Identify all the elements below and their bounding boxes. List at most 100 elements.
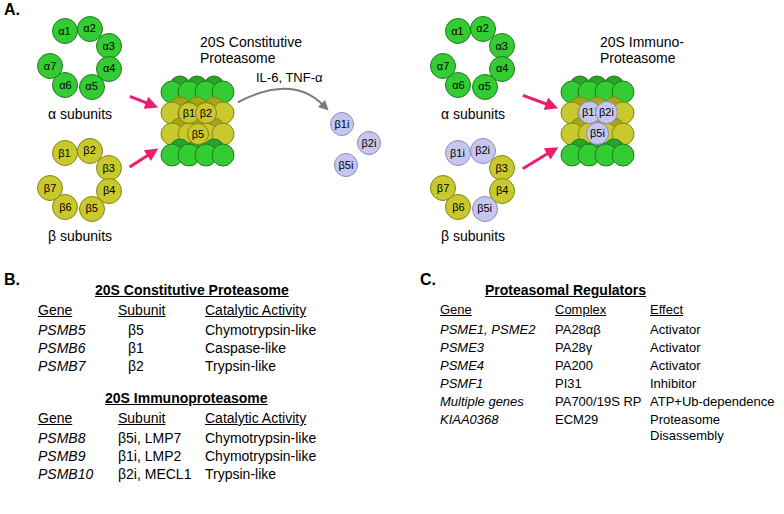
- subunit-name: β3: [103, 163, 115, 174]
- table-cell: Proteasomal Regulators: [485, 282, 646, 298]
- subunit-circle: β5i: [586, 122, 609, 145]
- table-cell: PSME1, PSME2: [440, 322, 535, 338]
- subunit-circle: β7: [430, 175, 456, 201]
- table-cell: Chymotrypsin-like: [205, 430, 316, 446]
- proteasome-20s: 20S Constitutive Proteasomeβ1β2β5: [160, 80, 236, 166]
- table-cell: PSME3: [440, 340, 484, 356]
- table-cell: Complex: [555, 302, 606, 318]
- subunit-name: β5i: [339, 160, 354, 171]
- subunit-circle: β5: [79, 196, 105, 222]
- table-cell: PSME4: [440, 358, 484, 374]
- subunit-ring: α subunitsα1α2α3α4α5α6α7: [32, 16, 128, 138]
- subunit-name: β2i: [475, 145, 490, 156]
- table-cell: β1i, LMP2: [118, 448, 181, 464]
- connector: [130, 96, 158, 108]
- subunit-name: β6: [452, 202, 464, 213]
- subunit-name: β5: [192, 129, 204, 140]
- subunit-name: α1: [58, 26, 70, 37]
- table-cell: Activator: [650, 358, 701, 374]
- subunit-name: β1: [183, 108, 195, 119]
- table-cell: PA28αβ: [555, 322, 601, 338]
- subunit-ball: [595, 102, 617, 124]
- table-cell: β5i, LMP7: [118, 430, 181, 446]
- subunit-ball: [212, 144, 234, 166]
- subunit-name: β4: [496, 185, 508, 196]
- subunit-ring: β subunitsβ1iβ2iβ3β4β5iβ6β7: [425, 138, 521, 260]
- subunit-ring: α subunitsα1α2α3α4α5α6α7: [425, 16, 521, 138]
- subunit-name: β4: [103, 185, 115, 196]
- subunit-name: α6: [452, 80, 464, 91]
- table-cell: Catalytic Activity: [205, 302, 306, 318]
- subunit-circle: β5i: [334, 153, 358, 177]
- subunit-name: α3: [102, 41, 114, 52]
- subunit-name: β2i: [599, 107, 614, 118]
- subunit-circle: β5: [187, 123, 209, 145]
- table-cell: Effect: [650, 302, 683, 318]
- panel-letter: A.: [4, 2, 20, 18]
- subunit-name: α1: [451, 26, 463, 37]
- table-cell: β5: [128, 322, 144, 338]
- connector: [130, 149, 159, 167]
- connector-line: [238, 89, 323, 105]
- subunit-name: α3: [495, 41, 507, 52]
- table-cell: PSMF1: [440, 376, 483, 392]
- subunit-circle: α1: [445, 18, 471, 44]
- arrowhead: [144, 97, 158, 109]
- subunit-circle: α5: [79, 74, 105, 100]
- table-cell: PSMB10: [38, 466, 93, 482]
- subunit-name: β5i: [477, 203, 492, 214]
- table-cell: Caspase-like: [205, 340, 286, 356]
- panel-letter: B.: [4, 272, 20, 288]
- connector-line: [523, 153, 550, 169]
- table-cell: Activator: [650, 322, 701, 338]
- table-cell: Trypsin-like: [205, 358, 276, 374]
- table-cell: Chymotrypsin-like: [205, 448, 316, 464]
- subunit-name: β7: [437, 183, 449, 194]
- table-cell: PI31: [555, 376, 582, 392]
- table-cell: PSMB5: [38, 322, 85, 338]
- subunit-ball: [195, 102, 217, 124]
- subunit-circle: β2i: [595, 101, 618, 124]
- proteasome-title: 20S Immuno- Proteasome: [600, 34, 700, 66]
- ring-label: β subunits: [32, 228, 128, 244]
- arrowhead: [544, 147, 558, 159]
- table-cell: β1: [128, 340, 144, 356]
- connector-line: [130, 96, 149, 103]
- table-cell: Trypsin-like: [205, 466, 276, 482]
- subunit-circle: β1i: [445, 140, 471, 166]
- table-cell: 20S Immunoproteasome: [105, 390, 268, 406]
- table-cell: Multiple genes: [440, 394, 524, 410]
- subunit-name: β6: [59, 202, 71, 213]
- table-cell: Subunit: [118, 410, 165, 426]
- subunit-name: β5: [85, 203, 97, 214]
- table-cell: ATP+Ub-dependence: [650, 394, 774, 410]
- subunit-circle: α1: [52, 18, 78, 44]
- table-cell: β2: [128, 358, 144, 374]
- subunit-ball: [612, 144, 634, 166]
- ring-label: α subunits: [32, 106, 128, 122]
- subunit-name: α7: [437, 61, 449, 72]
- subunit-name: α7: [44, 61, 56, 72]
- table-cell: ECM29: [555, 412, 598, 428]
- subunit-circle: β2i: [357, 131, 381, 155]
- subunit-circle: β1: [52, 140, 78, 166]
- subunit-name: α2: [83, 23, 95, 34]
- table-cell: Gene: [440, 302, 472, 318]
- subunit-circle: α7: [37, 53, 63, 79]
- subunit-circle: β7: [37, 175, 63, 201]
- connector: [523, 95, 558, 110]
- table-cell: PSMB6: [38, 340, 85, 356]
- subunit-name: β5i: [590, 128, 605, 139]
- panel-letter: C.: [420, 272, 436, 288]
- table-cell: PSMB8: [38, 430, 85, 446]
- subunit-name: β7: [44, 183, 56, 194]
- subunit-circle: α5: [472, 74, 498, 100]
- subunit-circle: β5i: [472, 196, 498, 222]
- subunit-name: β1: [58, 148, 70, 159]
- table-cell: PSMB9: [38, 448, 85, 464]
- subunit-name: α4: [103, 63, 115, 74]
- table-cell: Gene: [38, 410, 72, 426]
- table-cell: β2i, MECL1: [118, 466, 191, 482]
- ring-label: α subunits: [425, 106, 521, 122]
- table-cell: Catalytic Activity: [205, 410, 306, 426]
